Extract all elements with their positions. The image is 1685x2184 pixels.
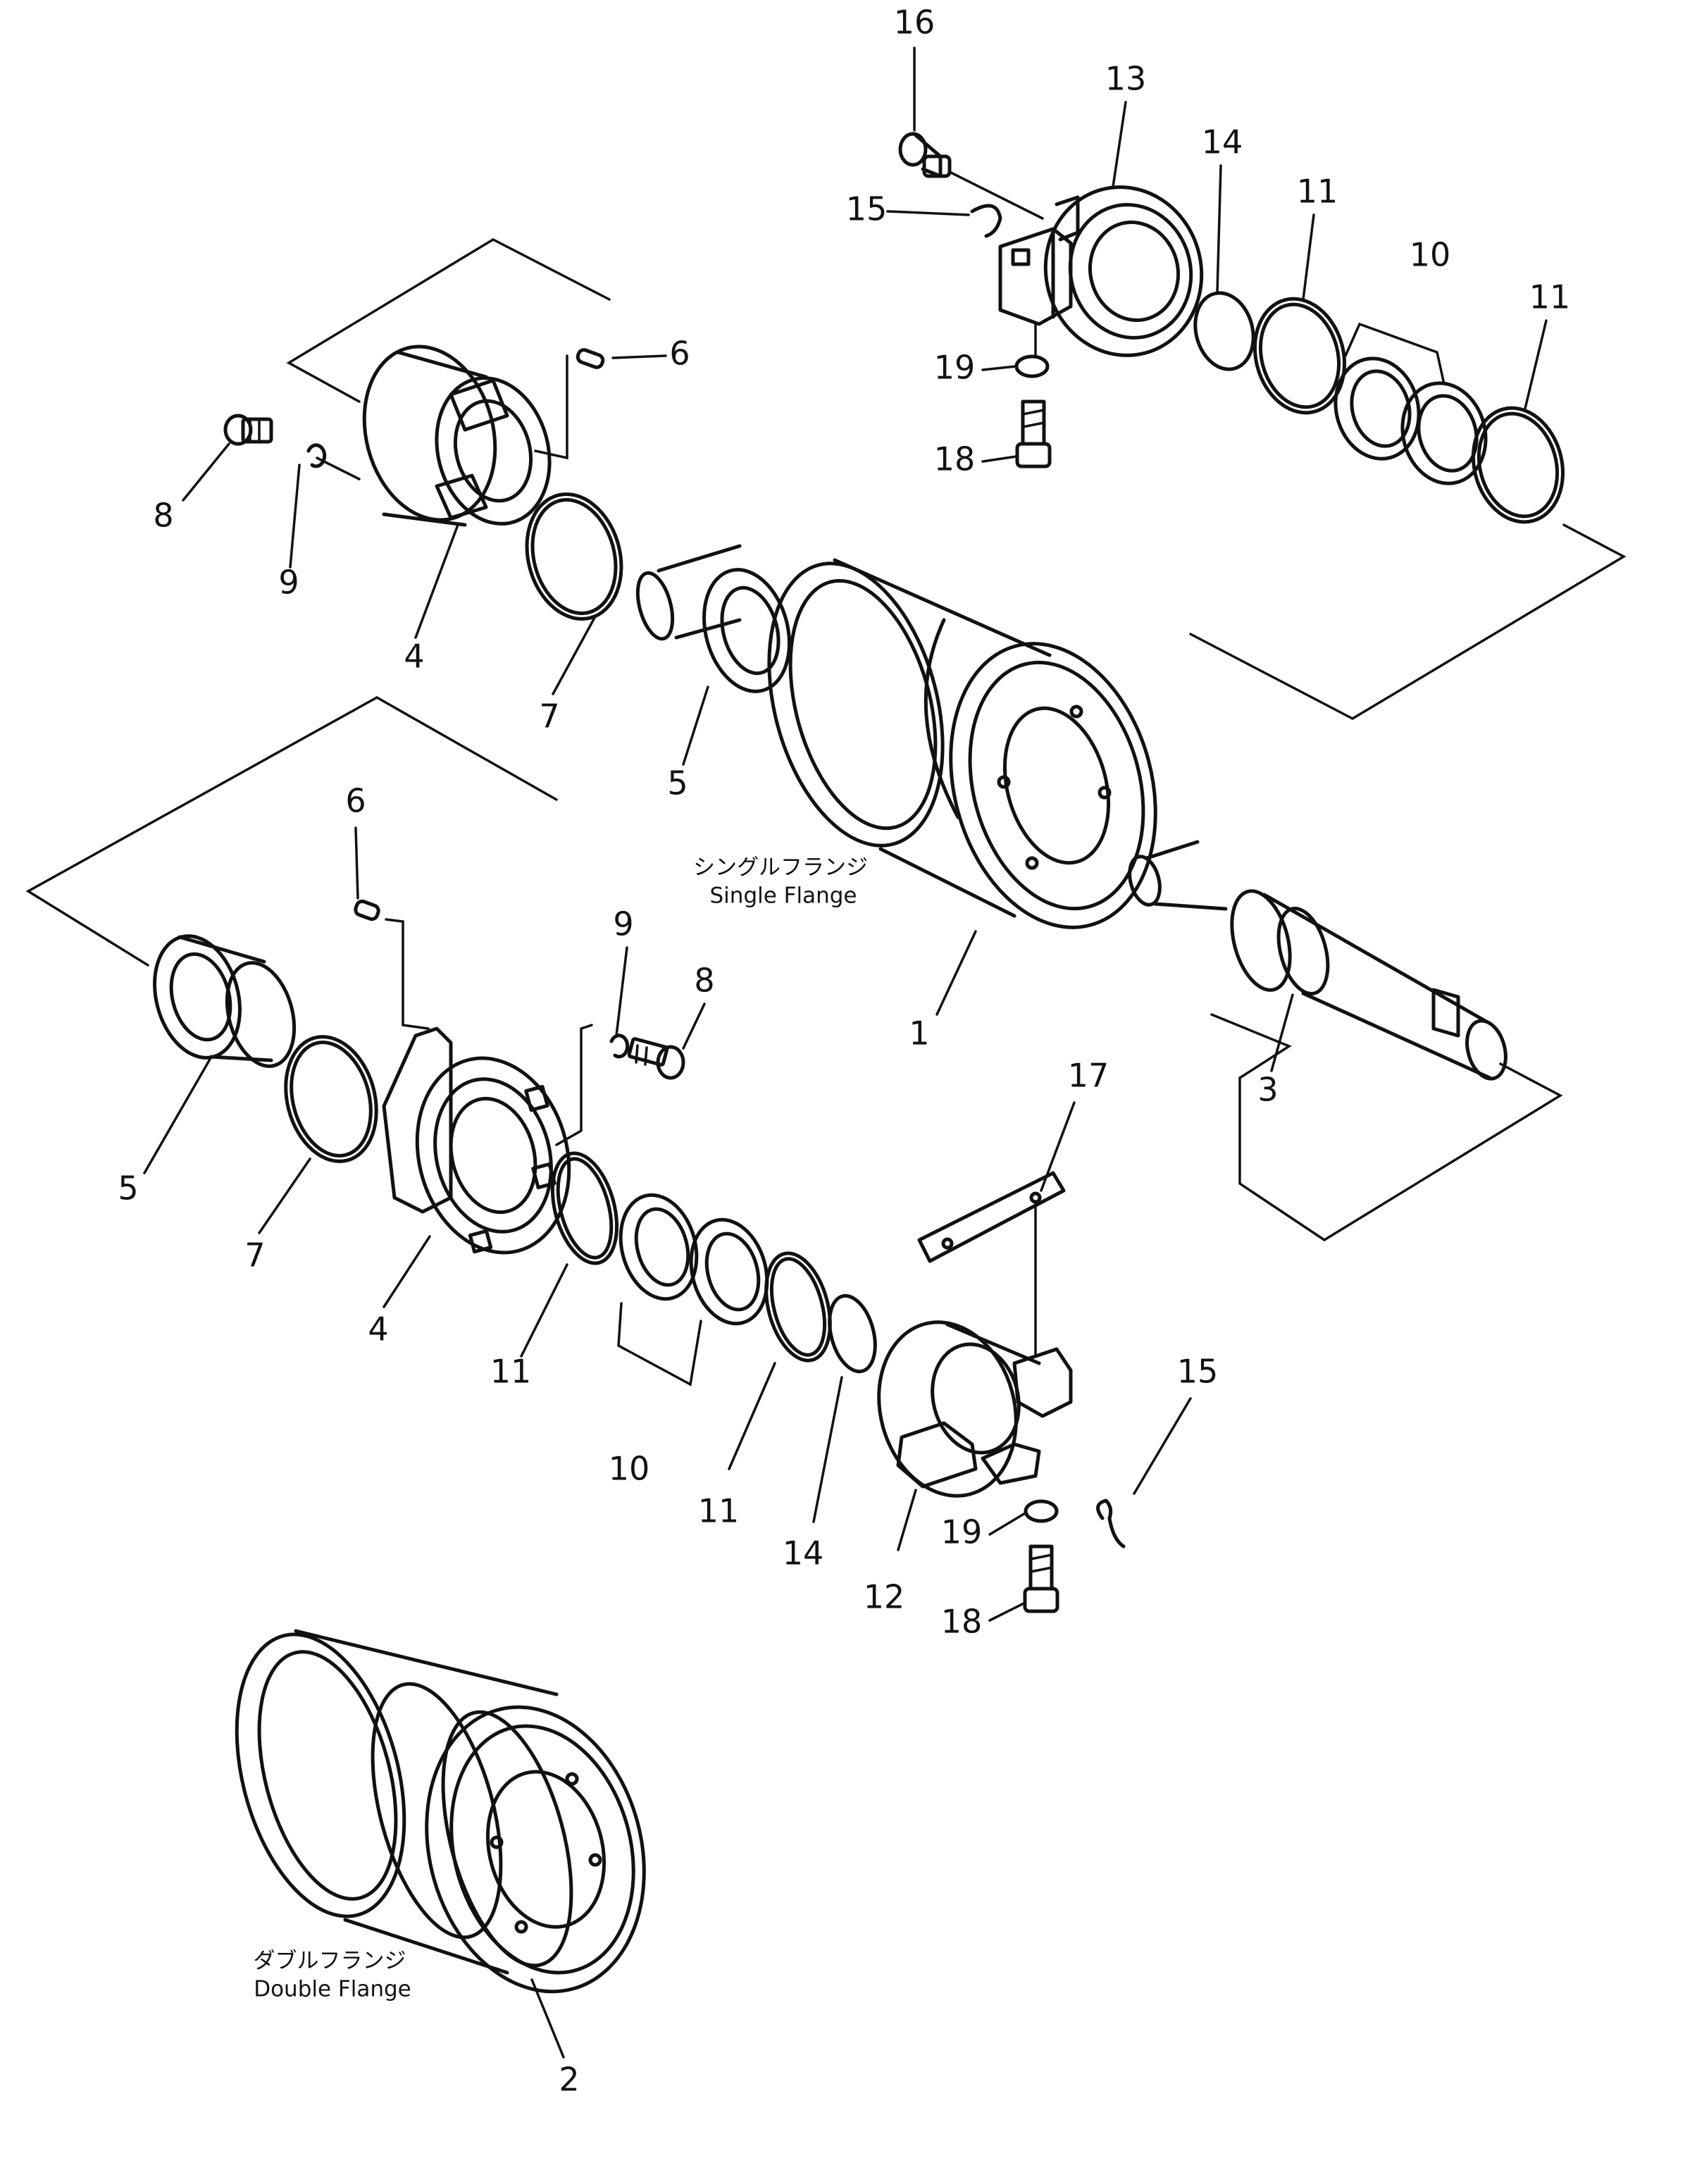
bolt-8-lower: [627, 1037, 685, 1080]
callout-17: 17: [1068, 1057, 1109, 1095]
seal-guard-12: [877, 1320, 1073, 1498]
shaft-3: [1128, 840, 1563, 1242]
washer-9-lower: [609, 1034, 630, 1059]
callout-13: 13: [1105, 60, 1147, 98]
callout-7: 7: [539, 697, 559, 736]
callout-8: 8: [694, 962, 714, 1000]
group-bracket-line: [1189, 523, 1627, 721]
callout-15: 15: [1177, 1353, 1219, 1391]
collar-4-upper: [362, 345, 552, 527]
bolt-18: [1015, 399, 1052, 469]
washer-19: [1014, 354, 1050, 378]
callout-labels: 16 13 14 11 10 11 15 19 18 6 8 9 4 7 5 6…: [118, 4, 1570, 2099]
callout-18: 18: [934, 440, 976, 478]
callout-15: 15: [846, 190, 888, 228]
group-bracket-line-lower-left: [25, 695, 558, 967]
upper-bracket-group: [898, 132, 1627, 721]
callout-5: 5: [667, 764, 688, 802]
lower-bracket-group: [877, 1171, 1126, 1613]
o-ring-11d: [764, 1251, 832, 1363]
group-bracket-line-shaft: [1210, 1013, 1563, 1242]
single-flange-caption-en: Single Flange: [710, 883, 857, 909]
callout-2: 2: [559, 2061, 579, 2099]
o-ring-11a: [1252, 297, 1347, 415]
callout-11: 11: [1529, 278, 1571, 316]
callout-11: 11: [698, 1492, 740, 1530]
callout-4: 4: [368, 1310, 388, 1348]
o-ring-7-lower: [284, 1035, 378, 1163]
captions: シングルフランジ Single Flange ダブルフランジ Double Fl…: [254, 855, 869, 2002]
bushing-5-lower: [153, 934, 297, 1068]
bolt-18-lower: [1023, 1544, 1059, 1613]
callout-19: 19: [941, 1513, 983, 1551]
lower-collar-group: [25, 695, 877, 1386]
leader-lines: [143, 46, 1548, 2059]
group-bracket-line-upper-left: [286, 237, 611, 403]
floating-seal-10-lower: [618, 1193, 769, 1326]
callout-14: 14: [783, 1534, 824, 1572]
bracket-10-bottom: [617, 1302, 702, 1386]
callout-3: 3: [1257, 1071, 1278, 1109]
pin-6-lower: [354, 899, 380, 922]
plate-17: [917, 1171, 1066, 1263]
double-flange-caption-en: Double Flange: [254, 1977, 411, 2002]
callout-11: 11: [1297, 173, 1338, 211]
washer-9-lower-leader: [555, 1024, 593, 1146]
callout-9: 9: [613, 905, 633, 943]
pin-6-upper: [576, 348, 605, 369]
bolt-16: [898, 132, 952, 178]
o-ring-7-upper: [525, 492, 623, 621]
o-ring-14: [1193, 291, 1255, 371]
collar-4-lower: [382, 1026, 571, 1255]
o-ring-14-lower: [828, 1293, 877, 1374]
floating-seal-10: [1333, 356, 1488, 485]
pin-6-upper-leader: [534, 354, 568, 460]
roller-single-flange-1: [767, 558, 1157, 929]
bolt-8-upper: [223, 414, 273, 446]
o-ring-11c: [550, 1151, 619, 1265]
pin-15: [970, 204, 1002, 238]
o-ring-11b: [1471, 406, 1565, 524]
callout-11: 11: [490, 1353, 532, 1391]
roller-double-flange-2: [235, 1629, 646, 1994]
callout-16: 16: [894, 4, 935, 42]
double-flange-caption-jp: ダブルフランジ: [254, 1949, 406, 1974]
callout-5: 5: [118, 1169, 138, 1208]
callout-7: 7: [244, 1236, 265, 1274]
callout-1: 1: [909, 1015, 929, 1053]
callout-6: 6: [345, 782, 366, 820]
callout-19: 19: [934, 349, 976, 387]
callout-18: 18: [941, 1603, 983, 1641]
washer-9-upper: [306, 443, 327, 469]
single-flange-caption-jp: シングルフランジ: [693, 855, 868, 881]
bushing-5-upper: [635, 544, 791, 693]
bracket-10-top: [1344, 322, 1445, 385]
callout-9: 9: [278, 564, 299, 602]
callout-8: 8: [153, 497, 173, 535]
upper-collar-group: [223, 237, 791, 693]
callout-4: 4: [404, 638, 424, 676]
pin-15-lower: [1096, 1499, 1126, 1549]
callout-6: 6: [669, 335, 690, 373]
callout-12: 12: [864, 1578, 905, 1616]
callout-10: 10: [1410, 236, 1451, 274]
callout-10: 10: [609, 1450, 650, 1488]
callout-14: 14: [1202, 123, 1243, 161]
pin-6-lower-leader: [385, 918, 430, 1030]
seal-guard-13: [998, 185, 1204, 357]
washer-19-lower: [1024, 1499, 1059, 1523]
